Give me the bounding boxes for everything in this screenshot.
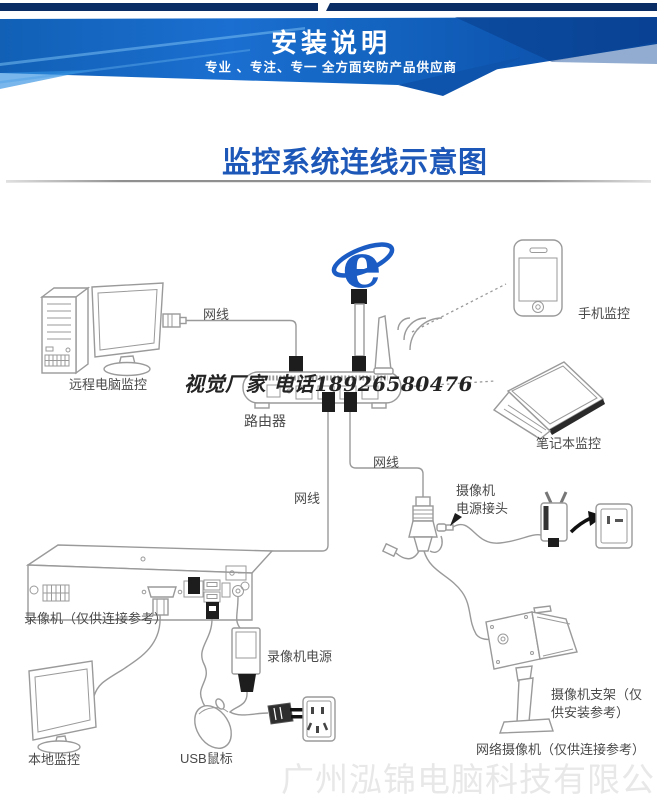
router-icon <box>242 283 507 412</box>
network-cable-ie <box>351 289 367 373</box>
remote-monitor-icon <box>91 282 164 377</box>
label-cable-top: 网线 <box>203 307 230 322</box>
banner-stripe-1 <box>0 27 305 66</box>
wifi-link-laptop <box>402 380 496 388</box>
label-usb-mouse: USB鼠标 <box>180 751 233 766</box>
page-title: 监控系统连线示意图 <box>222 147 488 179</box>
banner-fold-center <box>398 57 522 96</box>
camera-power-wire <box>452 524 542 544</box>
wall-outlet-dvr-icon <box>302 696 336 742</box>
camera-pigtail <box>381 496 542 641</box>
label-router: 路由器 <box>244 413 286 429</box>
camera-icon <box>485 605 578 734</box>
banner-title: 安装说明 <box>271 28 391 58</box>
label-bracket-1: 摄像机支架（仅 <box>551 687 643 702</box>
banner-top-strip-right <box>326 3 657 11</box>
divider-line-light <box>6 182 651 183</box>
vga-cable <box>93 598 169 697</box>
banner-fold-left <box>0 70 92 89</box>
label-remote-pc: 远程电脑监控 <box>68 377 147 392</box>
company-watermark: 广州泓锦电脑科技有限公司 <box>281 761 657 798</box>
label-cable-mid: 网线 <box>373 455 400 470</box>
camera-video-wire <box>423 550 498 641</box>
label-cable-left: 网线 <box>294 491 321 506</box>
local-monitor-icon <box>28 660 97 754</box>
dvr-icon <box>25 544 274 621</box>
wall-outlet-camera-icon <box>595 503 633 549</box>
label-camera-power-1: 摄像机 <box>456 483 496 498</box>
network-cable-camera <box>349 412 424 497</box>
network-cable-remote <box>162 313 303 373</box>
label-ip-camera: 网络摄像机（仅供连接参考） <box>476 742 646 757</box>
banner-top-strip-left <box>0 3 318 11</box>
seller-watermark: 视觉厂家 电话18926580476 <box>184 372 474 396</box>
banner: 安装说明 专业 、专注、专一 全方面安防产品供应商 <box>0 3 657 96</box>
label-bracket-2: 供安装参考） <box>551 705 630 720</box>
wifi-link-phone <box>411 283 507 333</box>
label-camera-power-2: 电源接头 <box>456 501 509 516</box>
mouse-icon <box>194 698 232 749</box>
label-dvr: 录像机（仅供连接参考） <box>24 611 168 626</box>
divider-line <box>6 180 651 182</box>
label-dvr-power: 录像机电源 <box>267 649 333 664</box>
dvr-power-adapter-icon <box>228 596 303 725</box>
label-laptop: 笔记本监控 <box>536 436 602 451</box>
banner-subtitle: 专业 、专注、专一 全方面安防产品供应商 <box>205 60 457 75</box>
camera-power-adapter-icon <box>540 491 568 547</box>
pc-tower-icon <box>39 286 91 375</box>
label-phone: 手机监控 <box>578 306 631 321</box>
ie-logo-icon: e <box>331 229 395 302</box>
banner-facet-mid <box>552 42 657 64</box>
label-local-monitor: 本地监控 <box>28 752 81 767</box>
laptop-icon <box>492 361 605 440</box>
banner-facet-dark <box>455 17 657 62</box>
phone-icon <box>513 239 563 317</box>
usb-cable <box>199 602 219 709</box>
